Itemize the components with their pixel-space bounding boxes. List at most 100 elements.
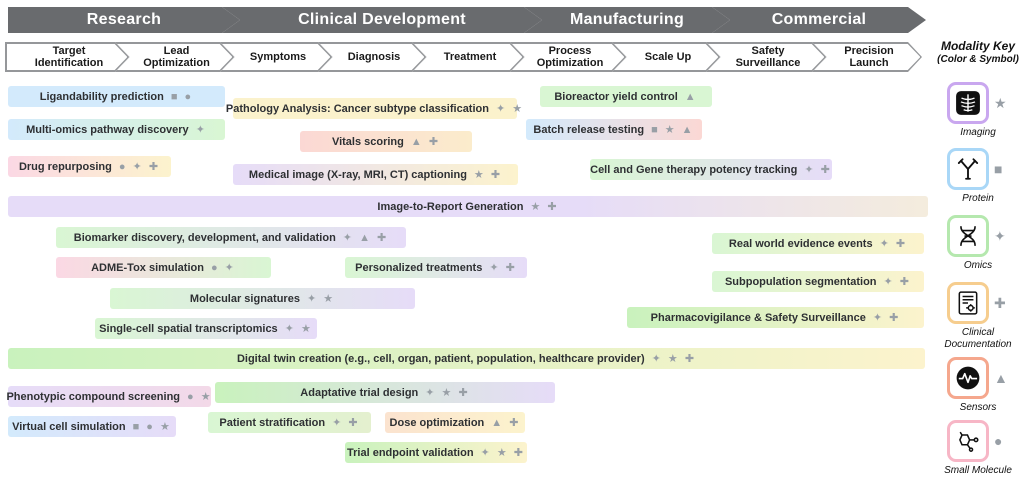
use-case-personalized-treatments: Personalized treatments✦ ✚: [345, 257, 527, 278]
key-symbol: ■: [994, 161, 1003, 177]
antibody-icon: [947, 148, 989, 190]
subphase-process-optimization: Process Optimization: [510, 42, 626, 72]
subphase-lead-optimization: Lead Optimization: [115, 42, 234, 72]
modality-symbols: ● ✦: [210, 262, 236, 274]
use-case-image-to-report-generation: Image-to-Report Generation★ ✚: [8, 196, 928, 217]
key-row: ●: [934, 420, 1022, 462]
use-case-adme-tox-simulation: ADME-Tox simulation ● ✦: [56, 257, 271, 278]
modality-symbols: ✦ ★: [306, 293, 336, 305]
subphase-label: Diagnosis: [320, 44, 425, 71]
subphase-label: Symptoms: [222, 44, 331, 71]
modality-symbols: ■ ● ★: [132, 421, 172, 433]
subphase-label: Safety Surveillance: [708, 44, 825, 71]
key-label: Protein: [962, 193, 994, 204]
phase-clinical-development: Clinical Development: [222, 7, 542, 33]
modality-symbols: ■ ●: [170, 90, 194, 103]
subphase-label: Scale Up: [614, 44, 719, 71]
use-case-label: Single-cell spatial transcriptomics: [99, 322, 278, 335]
subphase-label: Treatment: [414, 44, 523, 71]
modality-symbols: ✦ ✚: [872, 312, 901, 324]
modality-symbols: ✦ ▲ ✚: [342, 232, 389, 244]
key-symbol: ●: [994, 433, 1003, 449]
use-case-vitals-scoring: Vitals scoring ▲ ✚: [300, 131, 472, 152]
use-case-subpopulation-segmentation: Subpopulation segmentation✦ ✚: [712, 271, 924, 292]
use-case-label: Batch release testing: [533, 123, 645, 136]
use-case-bioreactor-yield-control: Bioreactor yield control ▲: [540, 86, 712, 107]
modality-symbols: ✦ ★ ✚: [480, 447, 525, 459]
key-label: Imaging: [960, 127, 996, 138]
subphase-diagnosis: Diagnosis: [318, 42, 426, 72]
use-case-label: Phenotypic compound screening: [6, 390, 181, 403]
document-icon: [947, 282, 989, 324]
use-case-label: Dose optimization: [389, 416, 485, 429]
use-case-drug-repurposing: Drug repurposing● ✦ ✚: [8, 156, 171, 177]
use-case-label: Patient stratification: [219, 416, 326, 429]
key-item-omics: ✦Omics: [934, 215, 1022, 272]
key-label: Clinical Documentation: [944, 327, 1012, 350]
use-case-cell-and-gene-therapy-potency-tracking: Cell and Gene therapy potency tracking✦ …: [590, 159, 832, 180]
use-case-molecular-signatures: Molecular signatures ✦ ★: [110, 288, 415, 309]
key-row: ▲: [934, 357, 1022, 399]
key-item-imaging: ★ Imaging: [934, 82, 1022, 139]
subphase-label: Target Identification: [7, 44, 128, 71]
use-case-multi-omics-pathway-discovery: Multi-omics pathway discovery✦: [8, 119, 225, 140]
use-case-phenotypic-compound-screening: Phenotypic compound screening ● ★: [6, 386, 213, 407]
key-row: ✦: [934, 215, 1022, 257]
use-case-label: Digital twin creation (e.g., cell, organ…: [236, 352, 645, 365]
use-case-label: Subpopulation segmentation: [724, 275, 877, 288]
use-case-label: Drug repurposing: [18, 160, 112, 173]
xray-icon: [947, 82, 989, 124]
key-row: ■: [934, 148, 1022, 190]
use-case-label: Bioreactor yield control: [554, 90, 678, 103]
subphase-label: Precision Launch: [814, 44, 921, 71]
use-case-label: Vitals scoring: [331, 135, 404, 148]
modality-symbols: ✦ ★: [284, 323, 313, 335]
key-item-small-molecule: ●Small Molecule: [934, 420, 1022, 477]
key-symbol: ✦: [994, 227, 1006, 244]
key-label: Sensors: [959, 402, 997, 413]
subphase-safety-surveillance: Safety Surveillance: [706, 42, 826, 72]
use-case-label: Real world evidence events: [728, 237, 873, 250]
modality-symbols: ▲: [684, 90, 698, 103]
subphase-label: Process Optimization: [512, 44, 625, 71]
subphase-scale-up: Scale Up: [612, 42, 720, 72]
modality-symbols: ✦ ★: [495, 103, 525, 115]
use-case-real-world-evidence-events: Real world evidence events ✦ ✚: [712, 233, 924, 254]
modality-symbols: ● ★: [187, 391, 213, 403]
subphase-symptoms: Symptoms: [220, 42, 332, 72]
use-case-label: Cell and Gene therapy potency tracking: [590, 163, 798, 176]
modality-symbols: ▲ ✚: [410, 136, 441, 148]
key-symbol: ★: [994, 94, 1007, 111]
modality-symbols: ■ ★ ▲: [651, 124, 695, 136]
use-case-label: Pathology Analysis: Cancer subtype class…: [225, 102, 489, 115]
key-symbol: ✚: [994, 294, 1006, 311]
use-case-label: Adaptative trial design: [300, 386, 419, 399]
use-case-label: Image-to-Report Generation: [377, 200, 524, 213]
use-case-label: Medical image (X-ray, MRI, CT) captionin…: [248, 168, 467, 181]
use-case-trial-endpoint-validation: Trial endpoint validation ✦ ★ ✚: [345, 442, 527, 463]
use-case-dose-optimization: Dose optimization ▲ ✚: [385, 412, 525, 433]
use-case-label: Multi-omics pathway discovery: [26, 123, 189, 136]
modality-symbols: ★ ✚: [473, 169, 503, 181]
modality-symbols: ▲ ✚: [491, 417, 521, 429]
key-item-protein: ■ Protein: [934, 148, 1022, 205]
modality-symbols: ✦ ✚: [879, 238, 908, 250]
dna-icon: [947, 215, 989, 257]
phase-commercial: Commercial: [712, 7, 926, 33]
use-case-label: Virtual cell simulation: [12, 420, 126, 433]
use-case-label: ADME-Tox simulation: [91, 261, 204, 274]
use-case-label: Trial endpoint validation: [347, 446, 474, 459]
use-case-label: Molecular signatures: [189, 292, 300, 305]
use-case-label: Personalized treatments: [355, 261, 483, 274]
modality-key: Modality Key (Color & Symbol) ★Imaging■P…: [934, 39, 1022, 476]
subphase-precision-launch: Precision Launch: [812, 42, 922, 72]
phase-manufacturing: Manufacturing: [524, 7, 730, 33]
use-case-single-cell-spatial-transcriptomics: Single-cell spatial transcriptomics ✦ ★: [95, 318, 317, 339]
use-case-medical-image-x-ray-mri-ct-captioning: Medical image (X-ray, MRI, CT) captionin…: [233, 164, 518, 185]
key-symbol: ▲: [994, 370, 1008, 386]
molecule-icon: [947, 420, 989, 462]
key-row: ★: [934, 82, 1022, 124]
use-case-digital-twin-creation-e-g-cell-organ-patient-pop: Digital twin creation (e.g., cell, organ…: [8, 348, 925, 369]
use-case-batch-release-testing: Batch release testing ■ ★ ▲: [526, 119, 702, 140]
key-item-clinical-documentation: ✚ Clinical Documentation: [934, 282, 1022, 350]
